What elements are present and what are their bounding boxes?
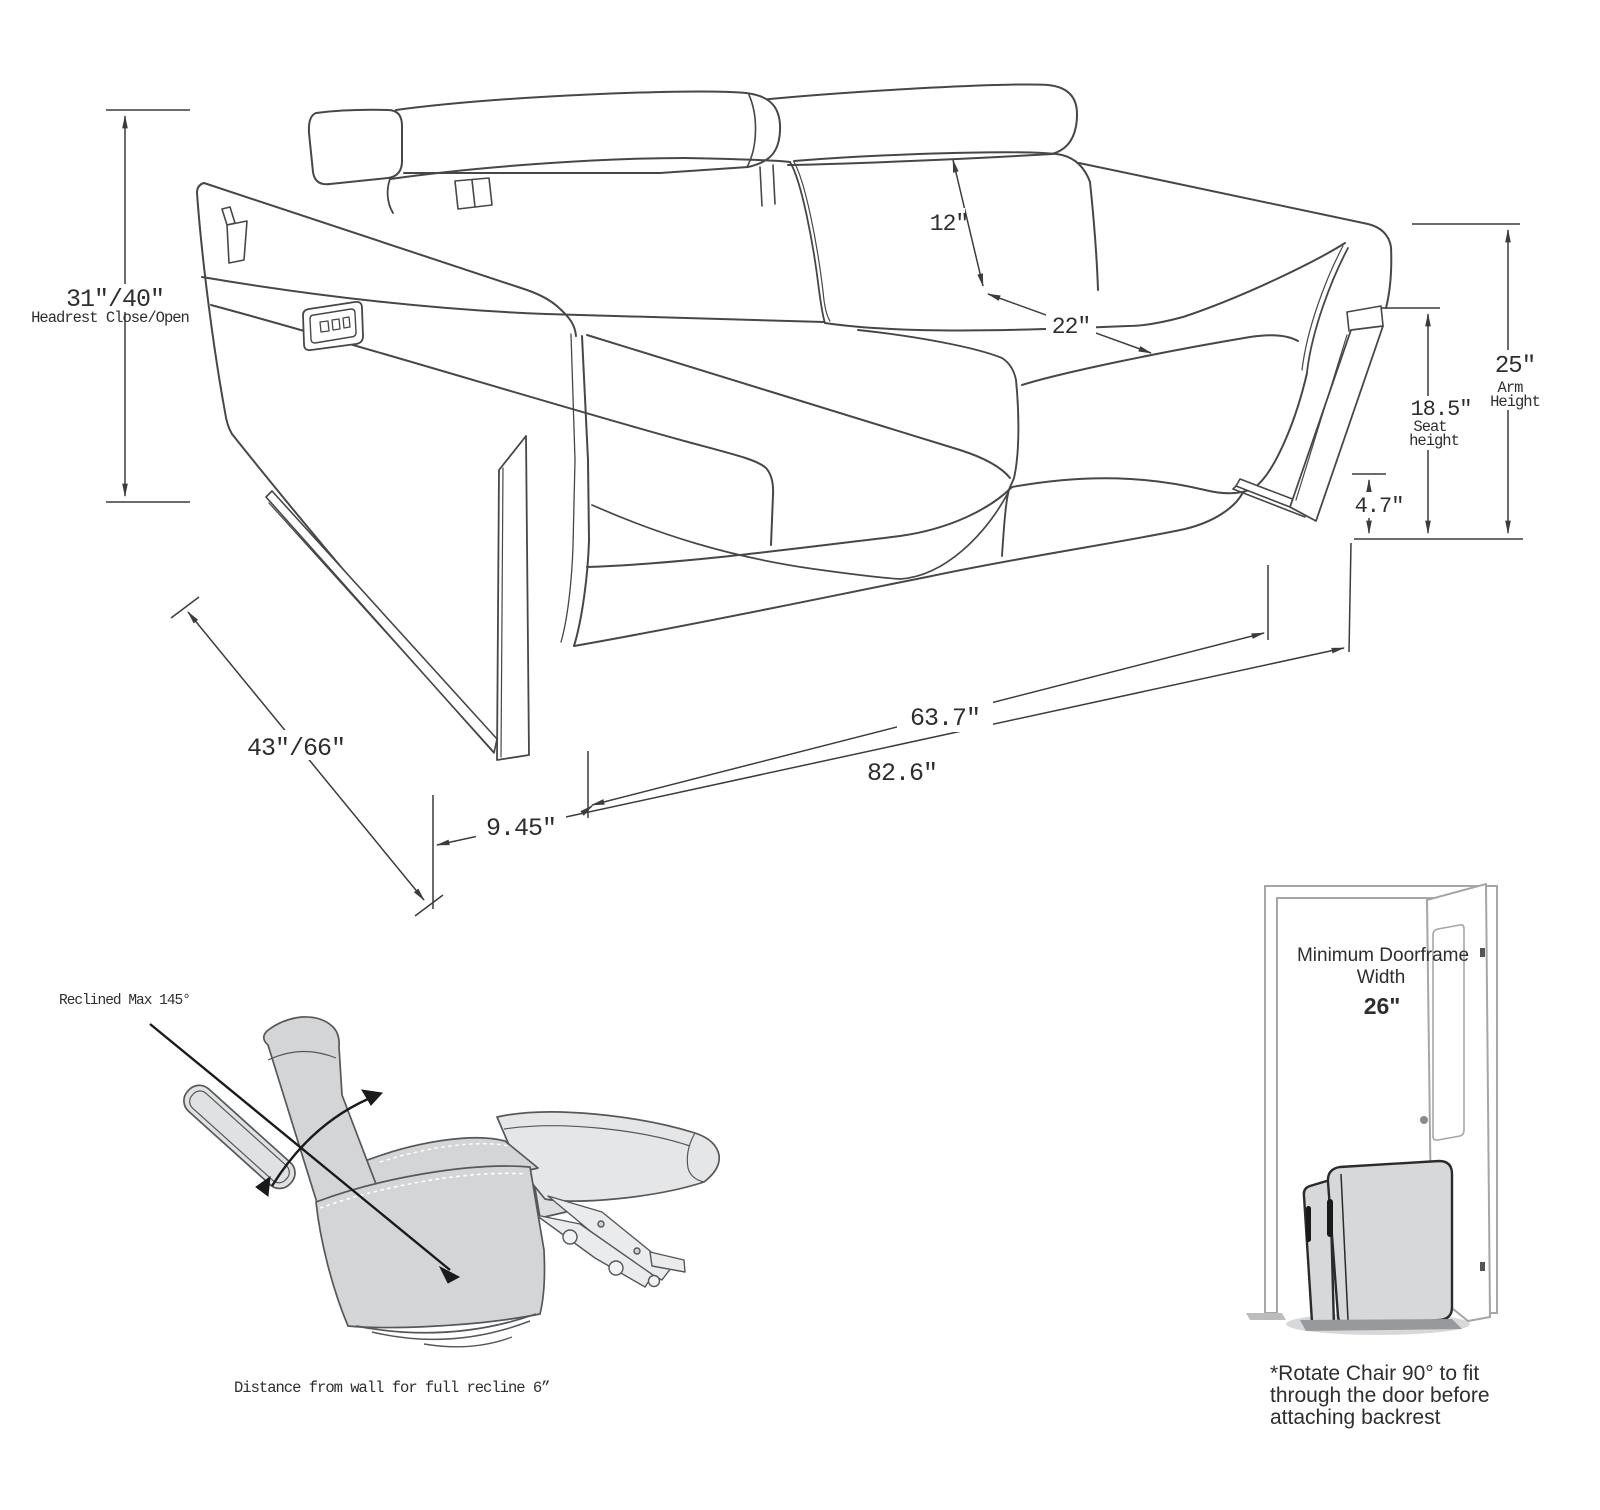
svg-text:Headrest Close/Open: Headrest Close/Open — [31, 309, 189, 327]
svg-text:Minimum Doorframe: Minimum Doorframe — [1297, 945, 1469, 966]
svg-text:82.6": 82.6" — [867, 759, 937, 788]
svg-text:43"/66": 43"/66" — [247, 734, 345, 763]
svg-text:attaching backrest: attaching backrest — [1270, 1406, 1441, 1429]
svg-text:26": 26" — [1364, 993, 1401, 1019]
svg-text:12": 12" — [930, 211, 968, 237]
svg-text:Distance from wall for full re: Distance from wall for full recline 6” — [234, 1379, 549, 1397]
svg-text:Height: Height — [1490, 393, 1540, 411]
svg-text:31"/40": 31"/40" — [66, 285, 164, 314]
svg-text:4.7": 4.7" — [1355, 494, 1404, 519]
svg-text:height: height — [1409, 432, 1459, 450]
svg-text:Seat: Seat — [1413, 418, 1446, 436]
svg-text:25": 25" — [1495, 353, 1535, 380]
svg-text:Arm: Arm — [1498, 379, 1524, 397]
svg-text:18.5": 18.5" — [1410, 397, 1471, 422]
svg-text:through the door before: through the door before — [1270, 1384, 1490, 1407]
svg-text:63.7": 63.7" — [910, 704, 980, 733]
svg-text:*Rotate Chair 90° to fit: *Rotate Chair 90° to fit — [1270, 1362, 1479, 1385]
svg-text:Width: Width — [1357, 967, 1406, 988]
svg-text:9.45": 9.45" — [486, 814, 556, 843]
svg-text:22": 22" — [1052, 314, 1090, 340]
svg-text:Reclined Max 145°: Reclined Max 145° — [59, 993, 190, 1009]
